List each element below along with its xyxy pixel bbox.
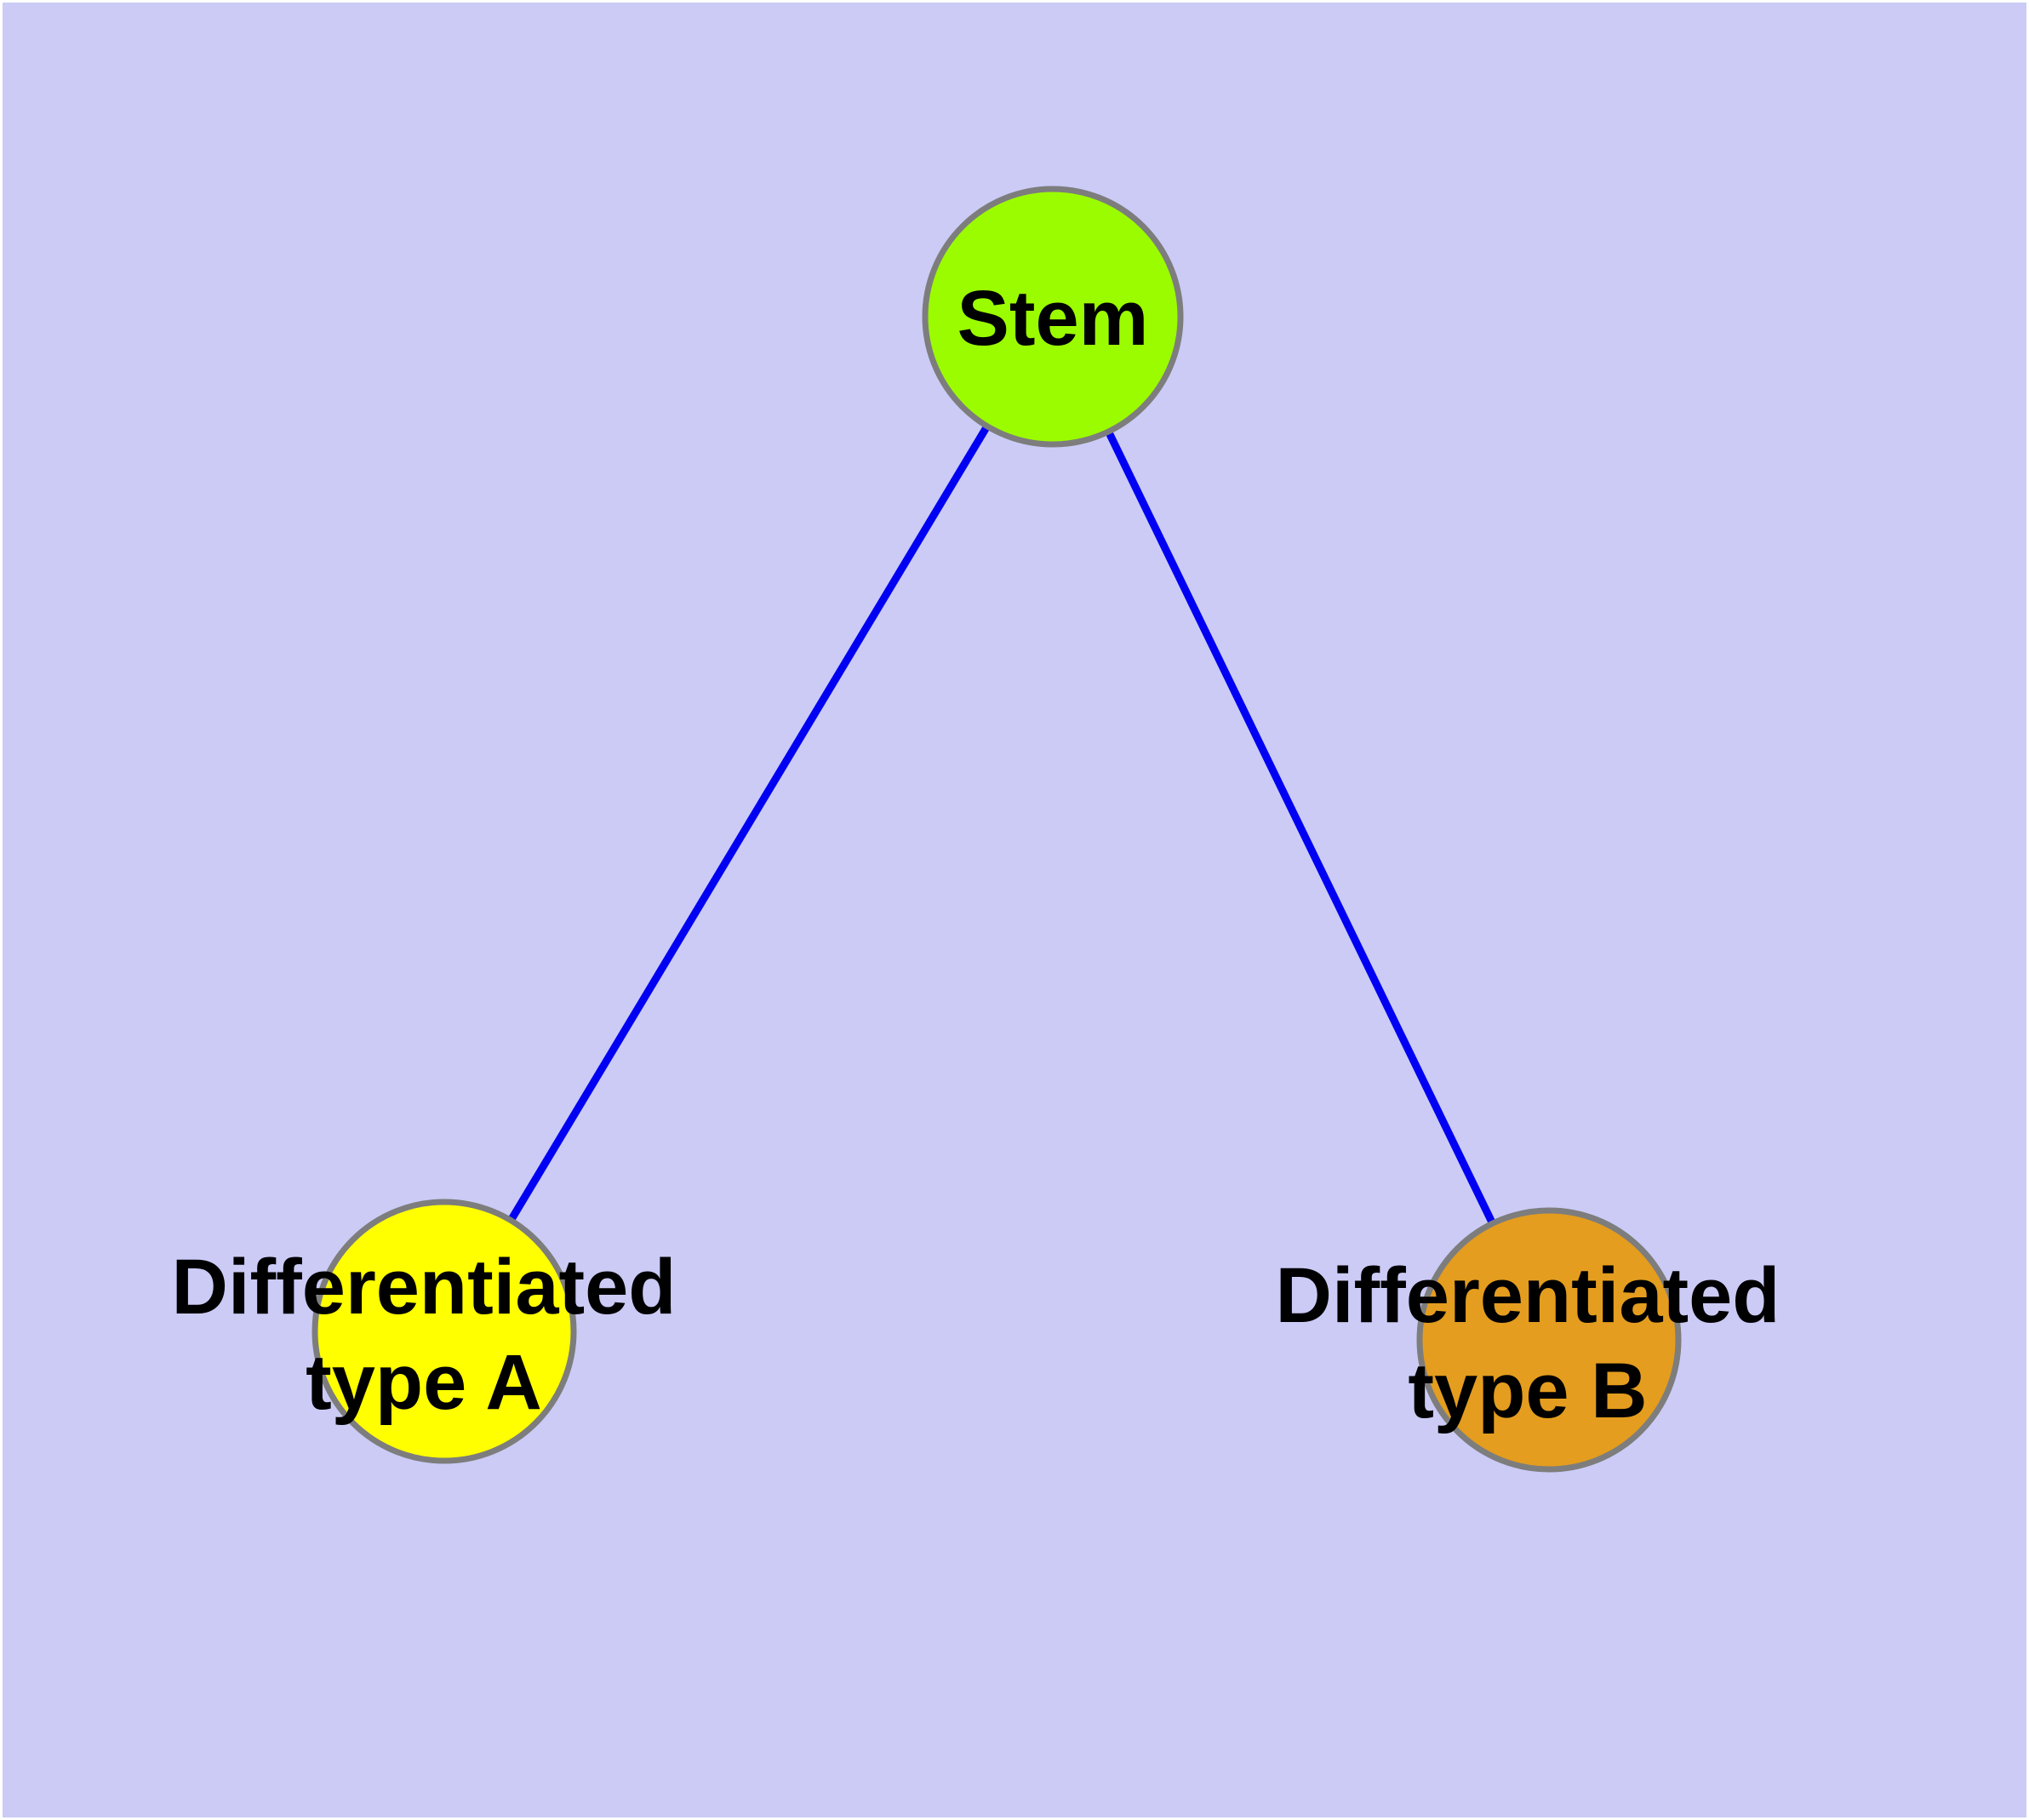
edge-group [441, 314, 1553, 1342]
node-differentiated-type-a [311, 1199, 577, 1464]
node-label-differentiated-type-b: Differentiated type B [1275, 1252, 1780, 1434]
edge-stem-to-type-b [1049, 315, 1553, 1342]
node-label-differentiated-type-a: Differentiated type A [171, 1244, 677, 1426]
node-label-stem: Stem [957, 275, 1149, 362]
node-stem [922, 186, 1184, 448]
edge-stem-to-type-a [441, 314, 1056, 1334]
node-differentiated-type-b [1416, 1207, 1682, 1473]
node-group [311, 186, 1682, 1473]
